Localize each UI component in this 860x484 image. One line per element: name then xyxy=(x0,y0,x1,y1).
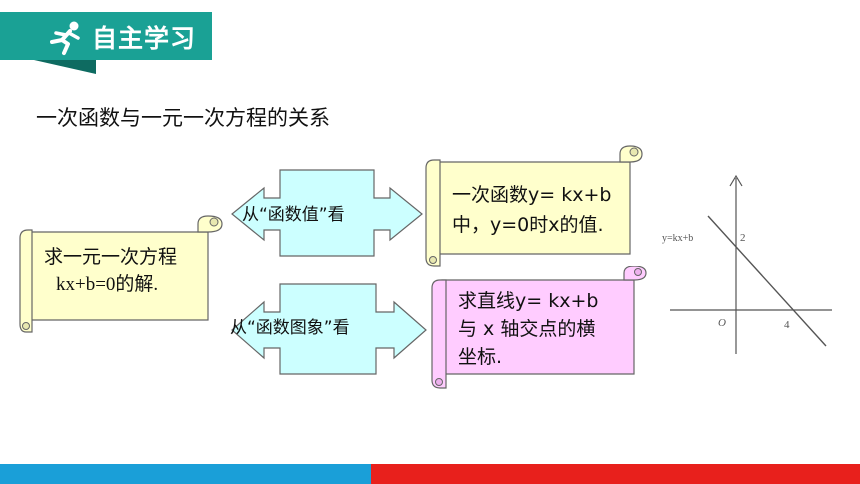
top-double-arrow xyxy=(231,169,423,257)
page-heading: 一次函数与一元一次方程的关系 xyxy=(36,106,330,130)
bottom-scroll-line2: 与 x 轴交点的横 xyxy=(458,318,596,340)
line-label: y=kx+b xyxy=(662,233,693,244)
function-graph: y=kx+b 2 4 O xyxy=(662,174,832,354)
bottom-double-arrow xyxy=(231,283,427,375)
bottom-scroll-line3: 坐标. xyxy=(458,346,503,368)
origin-label: O xyxy=(718,317,726,329)
x-intercept-label: 4 xyxy=(784,319,790,331)
section-title: 自主学习 xyxy=(92,24,197,53)
function-line xyxy=(707,215,827,347)
top-scroll xyxy=(425,145,643,267)
footer-bar-blue xyxy=(0,464,371,484)
left-scroll-line1: 求一元一次方程 xyxy=(44,246,178,268)
left-scroll xyxy=(19,215,223,333)
left-scroll-line2: kx+b=0的解. xyxy=(56,274,159,295)
top-scroll-line2: 中，y=0时x的值. xyxy=(452,214,604,236)
top-arrow-label: 从“函数值”看 xyxy=(242,205,345,225)
bottom-scroll xyxy=(431,266,647,389)
bottom-arrow-label: 从“函数图象”看 xyxy=(230,318,350,338)
footer-bar-red xyxy=(371,464,860,484)
header-badge xyxy=(0,12,212,74)
y-intercept-label: 2 xyxy=(740,232,746,244)
bottom-scroll-line1: 求直线y= kx+b xyxy=(458,290,599,312)
running-person-icon xyxy=(50,21,80,55)
top-scroll-line1: 一次函数y= kx+b xyxy=(452,184,612,206)
